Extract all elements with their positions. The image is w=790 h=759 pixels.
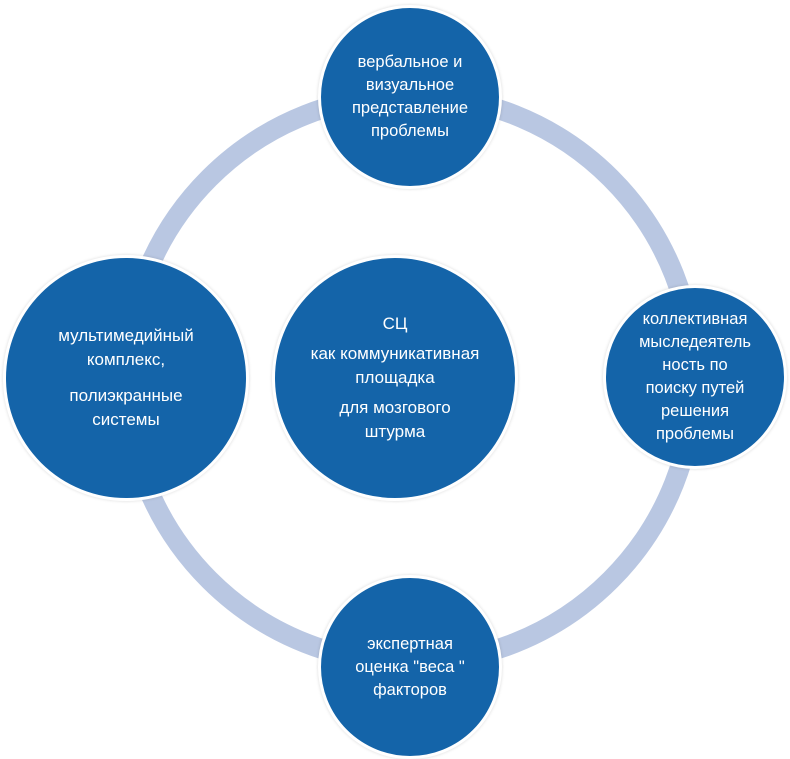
node-right-collective-activity: коллективная мыследеятель ность по поиск… bbox=[603, 285, 787, 469]
node-top-line-4: проблемы bbox=[370, 122, 449, 140]
node-bottom-line-1: экспертная bbox=[367, 634, 453, 653]
node-left-line-3: полиэкранные bbox=[69, 386, 183, 405]
node-right-line-3: ность по bbox=[662, 356, 728, 374]
node-center-line-3: для мозгового bbox=[339, 398, 451, 417]
node-center-line-1: как коммуникативная bbox=[310, 344, 480, 363]
node-center-line-4: штурма bbox=[364, 422, 426, 441]
node-left-multimedia: мультимедийный комплекс, полиэкранные си… bbox=[3, 255, 249, 501]
node-left-line-2: комплекс, bbox=[86, 350, 166, 369]
node-center-title: СЦ bbox=[382, 314, 408, 333]
node-top-verbal-visual: вербальное и визуальное представление пр… bbox=[318, 5, 502, 189]
node-right-line-1: коллективная bbox=[642, 310, 748, 328]
node-right-line-4: поиску путей bbox=[645, 379, 745, 397]
node-top-line-2: визуальное bbox=[365, 76, 455, 94]
node-bottom-line-3: факторов bbox=[373, 680, 447, 699]
node-center-line-2: площадка bbox=[355, 368, 435, 387]
node-right-line-2: мыследеятель bbox=[639, 333, 751, 351]
node-top-line-1: вербальное и bbox=[357, 53, 463, 71]
node-right-line-6: проблемы bbox=[655, 425, 734, 443]
node-bottom-line-2: оценка "веса " bbox=[355, 657, 465, 676]
node-center-situation-center: СЦ как коммуникативная площадка для мозг… bbox=[272, 255, 518, 501]
node-top-line-3: представление bbox=[351, 99, 469, 117]
node-left-line-1: мультимедийный bbox=[58, 326, 194, 345]
node-right-line-5: решения bbox=[660, 402, 730, 420]
node-bottom-expert-assessment: экспертная оценка "веса " факторов bbox=[318, 575, 502, 759]
node-left-line-4: системы bbox=[92, 410, 160, 429]
